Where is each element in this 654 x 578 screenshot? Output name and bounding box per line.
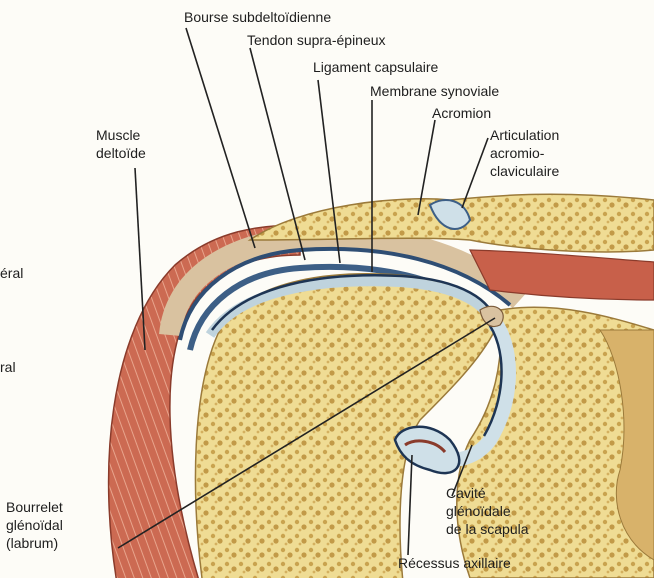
label-articulation-line3: claviculaire <box>490 163 559 179</box>
label-acromion: Acromion <box>432 105 491 121</box>
label-muscle-line1: Muscle <box>96 127 141 143</box>
label-articulation-line1: Articulation <box>490 127 559 143</box>
label-cavite-line3: de la scapula <box>446 521 529 537</box>
label-bourrelet-line3: (labrum) <box>6 535 58 551</box>
label-cavite-line1: Cavité <box>446 485 486 501</box>
label-bourrelet-line1: Bourrelet <box>6 499 63 515</box>
leader-recessus <box>408 455 412 555</box>
label-cavite-line2: glénoïdale <box>446 503 511 519</box>
label-tendon-supra-epineux: Tendon supra-épineux <box>247 32 386 48</box>
label-left-cut1: éral <box>0 265 23 281</box>
label-muscle-line2: deltoïde <box>96 145 146 161</box>
label-bourse-subdeltoidienne: Bourse subdeltoïdienne <box>184 9 331 25</box>
label-bourrelet-line2: glénoïdal <box>6 517 63 533</box>
label-articulation-line2: acromio- <box>490 145 545 161</box>
label-recessus-axillaire: Récessus axillaire <box>398 555 511 571</box>
label-ligament-capsulaire: Ligament capsulaire <box>313 59 439 75</box>
label-membrane-synoviale: Membrane synoviale <box>370 83 499 99</box>
label-left-cut2: ral <box>0 359 16 375</box>
leader-bourse <box>186 28 255 248</box>
